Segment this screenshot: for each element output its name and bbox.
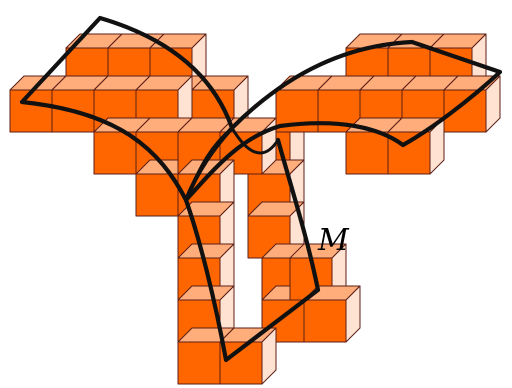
cube-front-face [178, 342, 220, 384]
voxel-cube [444, 76, 500, 132]
cube-front-face [136, 174, 178, 216]
cube-front-face [304, 300, 346, 342]
voxel-cubes [10, 34, 500, 384]
manifold-label: M [317, 223, 350, 258]
cube-front-face [10, 90, 52, 132]
cube-front-face [346, 132, 388, 174]
cube-front-face [94, 132, 136, 174]
